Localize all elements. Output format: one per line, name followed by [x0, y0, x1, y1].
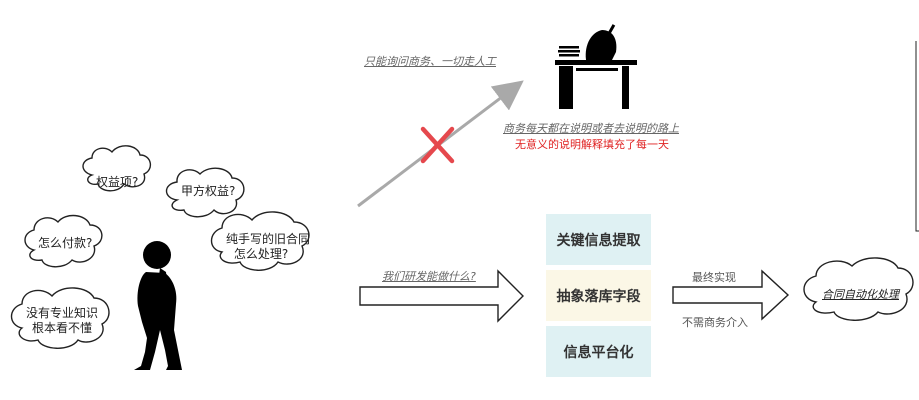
cloud-handwritten-contract-text: 纯手写的旧合同 怎么处理?	[226, 232, 311, 262]
cloud-handwritten-contract-line2: 怎么处理?	[233, 247, 289, 261]
manual-path-label: 只能询问商务、一切走人工	[364, 55, 496, 68]
right-bracket-line	[915, 41, 919, 232]
cloud-contract-auto	[803, 257, 914, 321]
cloud-party-a-rights	[165, 167, 245, 218]
step-abstract-fields: 抽象落库字段	[546, 270, 651, 321]
top-caption-line1: 商务每天都在说明或者去说明的路上	[503, 122, 679, 135]
step-key-info-extraction: 关键信息提取	[546, 214, 651, 265]
red-cross-icon	[420, 126, 455, 164]
thinking-person-icon	[134, 241, 182, 370]
cloud-rights-item-text: 权益项?	[96, 175, 139, 189]
cloud-how-to-pay	[24, 214, 103, 268]
result-label-top: 最终实现	[692, 271, 736, 284]
step-info-platform: 信息平台化	[546, 326, 651, 377]
cloud-rights-item	[82, 145, 151, 192]
result-arrow	[672, 269, 790, 321]
result-label-bottom: 不需商务介入	[682, 316, 748, 329]
research-arrow	[359, 269, 524, 323]
research-question-label: 我们研发能做什么?	[382, 270, 476, 283]
cloud-no-expertise-text: 没有专业知识 根本看不懂	[22, 306, 102, 336]
desk-worker-icon	[555, 24, 637, 109]
cloud-party-a-rights-text: 甲方权益?	[181, 184, 236, 198]
cloud-no-expertise	[10, 287, 110, 349]
cloud-contract-auto-text: 合同自动化处理	[822, 288, 899, 301]
cloud-handwritten-contract	[210, 211, 310, 271]
cloud-no-expertise-line2: 根本看不懂	[31, 321, 92, 335]
top-caption-line2: 无意义的说明解释填充了每一天	[515, 138, 669, 151]
cloud-handwritten-contract-line1: 纯手写的旧合同	[226, 232, 311, 246]
cloud-no-expertise-line1: 没有专业知识	[25, 306, 98, 320]
cloud-how-to-pay-text: 怎么付款?	[38, 236, 93, 250]
